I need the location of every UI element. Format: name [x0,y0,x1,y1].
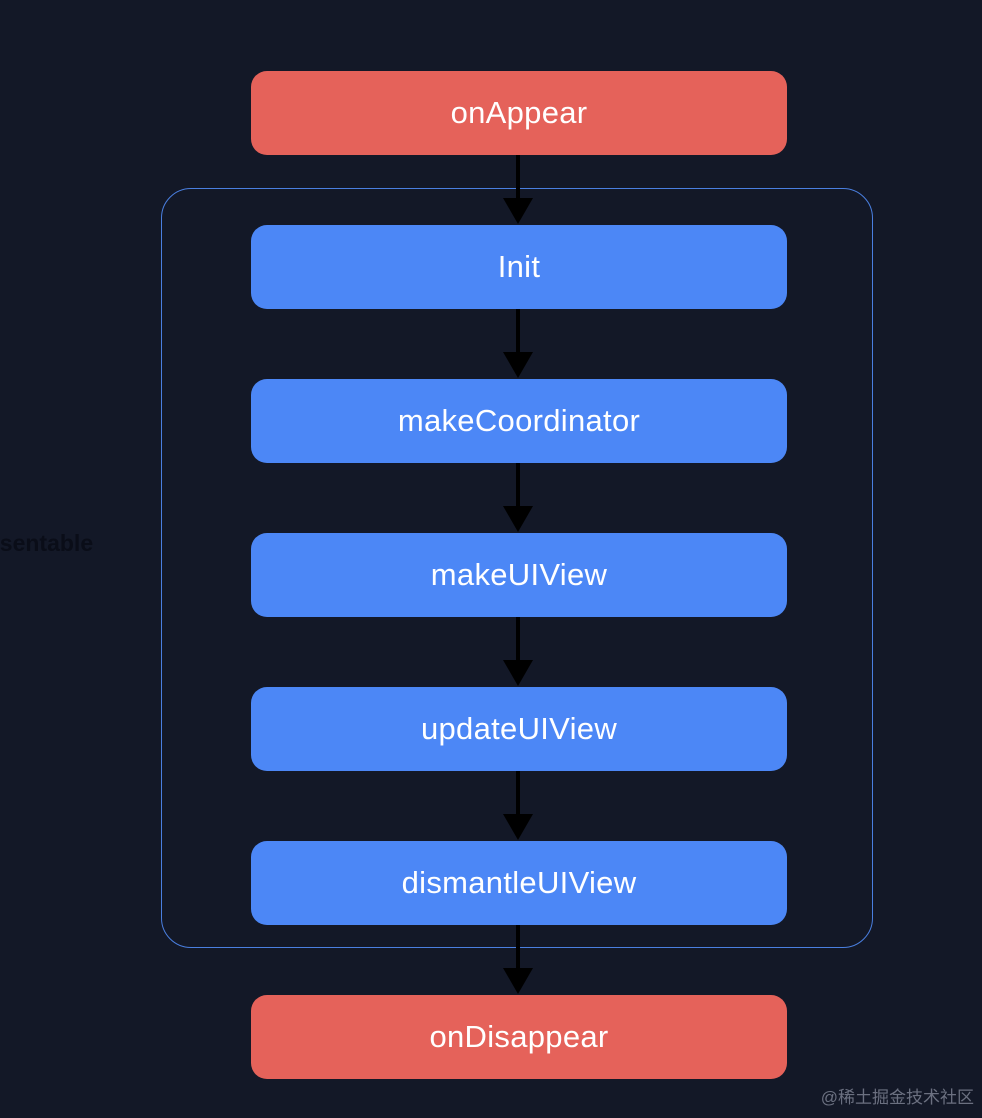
node-init: Init [251,225,787,309]
node-dismantleuiview: dismantleUIView [251,841,787,925]
node-onappear: onAppear [251,71,787,155]
node-makecoordinator: makeCoordinator [251,379,787,463]
node-ondisappear: onDisappear [251,995,787,1079]
node-makeuiview: makeUIView [251,533,787,617]
group-label: esentable [0,530,94,556]
watermark: @稀土掘金技术社区 [820,1088,974,1107]
node-updateuiview: updateUIView [251,687,787,771]
